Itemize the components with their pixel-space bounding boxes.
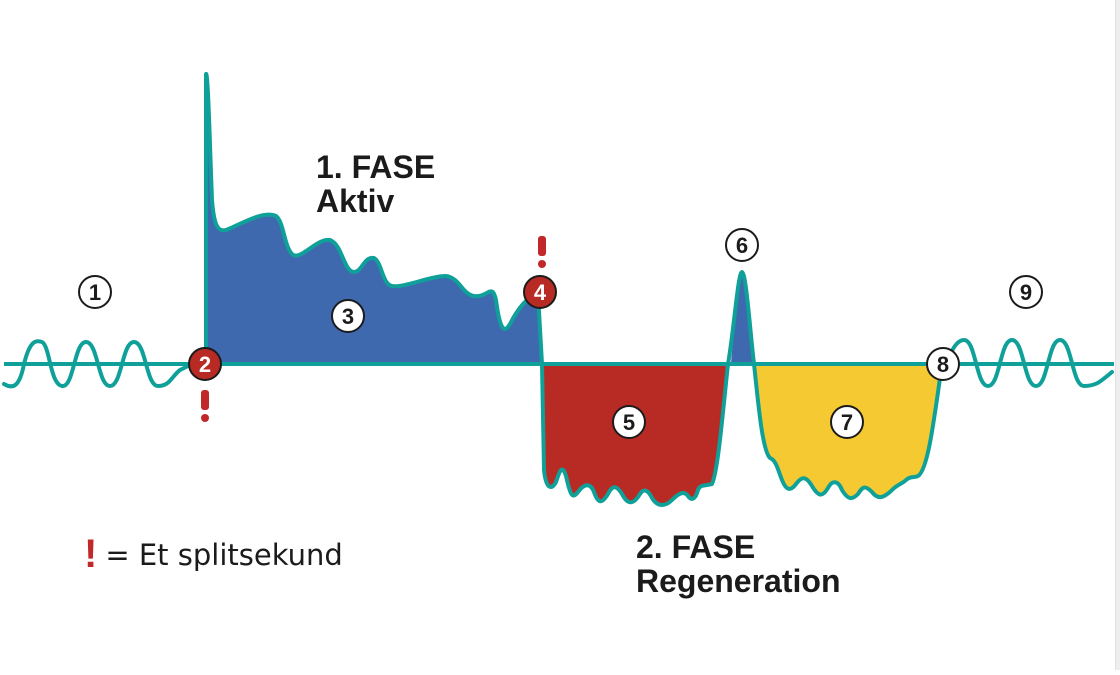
peak-area bbox=[731, 272, 754, 364]
marker-circle bbox=[1009, 275, 1043, 309]
regeneration-line-2 bbox=[752, 362, 944, 501]
active-phase-area bbox=[206, 73, 542, 365]
marker-number: 7 bbox=[841, 410, 853, 435]
marker-circle bbox=[926, 347, 960, 381]
marker-3: 3 bbox=[331, 299, 365, 333]
peak-line bbox=[726, 270, 756, 366]
marker-circle bbox=[78, 275, 112, 309]
phase1-title: 1. FASE bbox=[316, 149, 436, 185]
marker-8: 8 bbox=[926, 347, 960, 381]
marker-number: 2 bbox=[199, 352, 211, 377]
marker-9: 9 bbox=[1009, 275, 1043, 309]
left-oscillation bbox=[2, 339, 190, 389]
marker-6: 6 bbox=[725, 228, 759, 262]
warning-icon: ! bbox=[84, 532, 98, 576]
phase2-label: 2. FASE Regeneration bbox=[636, 530, 840, 598]
warning-mark-4 bbox=[538, 236, 546, 268]
marker-number: 9 bbox=[1020, 280, 1032, 305]
marker-number: 5 bbox=[623, 410, 635, 435]
marker-circle bbox=[725, 228, 759, 262]
marker-number: 1 bbox=[89, 280, 101, 305]
marker-7: 7 bbox=[830, 405, 864, 439]
legend-text: = Et splitsekund bbox=[105, 537, 343, 572]
phase2-title: 2. FASE bbox=[636, 529, 756, 565]
marker-4: 4 bbox=[523, 275, 557, 309]
phase1-label: 1. FASE Aktiv bbox=[316, 150, 435, 218]
marker-circle bbox=[331, 299, 365, 333]
marker-circle bbox=[612, 405, 646, 439]
active-phase-line bbox=[204, 71, 544, 366]
marker-number: 4 bbox=[534, 280, 547, 305]
marker-number: 8 bbox=[937, 352, 949, 377]
marker-2: 2 bbox=[188, 347, 222, 381]
regeneration-line-1 bbox=[540, 362, 730, 507]
marker-number: 3 bbox=[342, 304, 354, 329]
legend: ! = Et splitsekund bbox=[84, 532, 343, 577]
marker-circle bbox=[523, 275, 557, 309]
marker-5: 5 bbox=[612, 405, 646, 439]
phase2-subtitle: Regeneration bbox=[636, 563, 841, 599]
warning-mark-2 bbox=[201, 390, 209, 422]
right-edge-strip bbox=[1115, 0, 1120, 670]
marker-number: 6 bbox=[736, 233, 748, 258]
right-oscillation bbox=[948, 338, 1114, 388]
marker-circle bbox=[188, 347, 222, 381]
marker-1: 1 bbox=[78, 275, 112, 309]
marker-circle bbox=[830, 405, 864, 439]
phase1-subtitle: Aktiv bbox=[316, 183, 395, 219]
